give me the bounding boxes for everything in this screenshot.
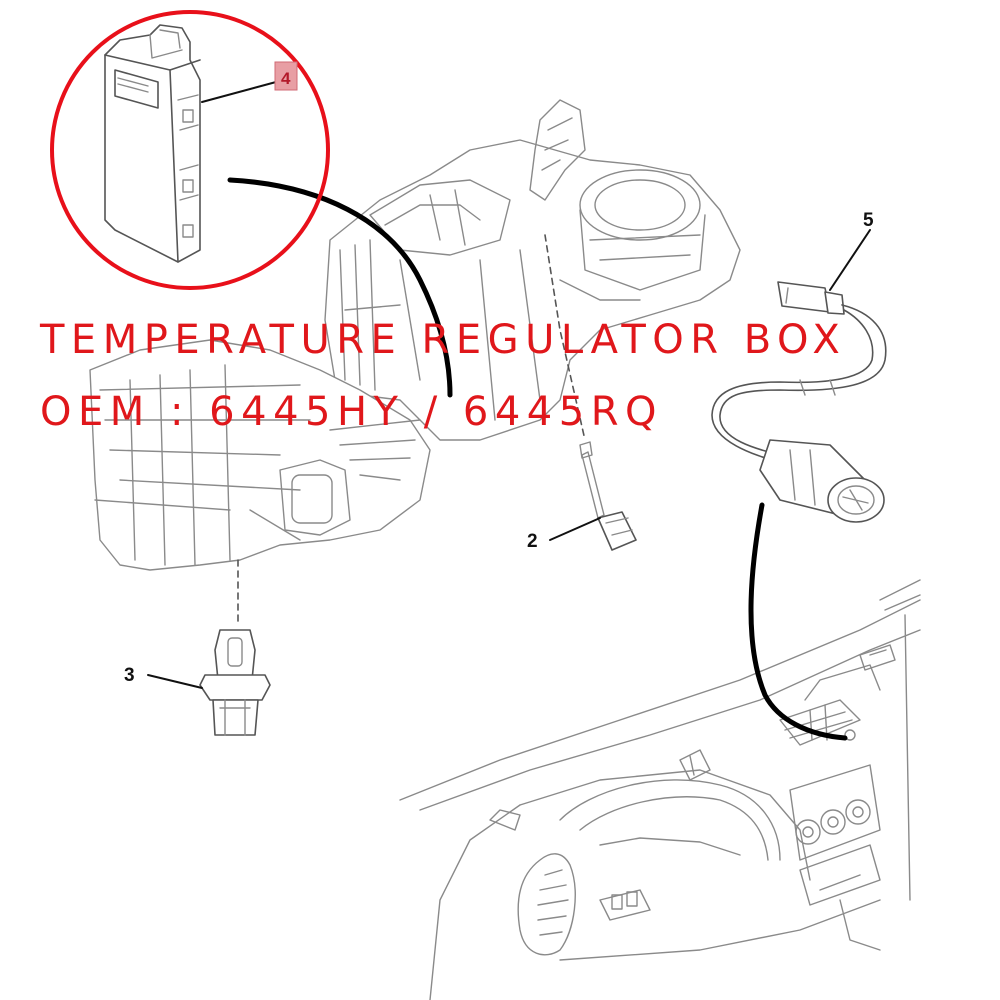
wiring-harness-part-5 <box>711 281 887 523</box>
dashboard <box>399 579 921 1000</box>
leader-line-3 <box>147 674 203 689</box>
leader-line-5 <box>829 229 871 291</box>
overlay-title: TEMPERATURE REGULATOR BOX <box>40 317 847 363</box>
callout-5: 5 <box>863 210 874 231</box>
connection-wire-5 <box>748 502 848 741</box>
callout-4-box <box>274 61 298 91</box>
connection-wire-4 <box>227 177 453 398</box>
hvac-housing <box>89 99 741 571</box>
mount-line-2 <box>544 234 586 441</box>
highlight-circle <box>50 10 330 290</box>
leader-line-2 <box>549 517 601 541</box>
probe-sensor-part-2 <box>579 441 637 551</box>
sensor-part-3 <box>199 629 271 736</box>
callout-4: 4 <box>281 69 291 88</box>
overlay-oem: OEM : 6445HY / 6445RQ <box>40 389 663 435</box>
leader-line-4 <box>201 81 277 103</box>
callout-2: 2 <box>527 531 538 552</box>
regulator-box-part-4 <box>104 24 201 263</box>
callout-3: 3 <box>124 665 135 686</box>
